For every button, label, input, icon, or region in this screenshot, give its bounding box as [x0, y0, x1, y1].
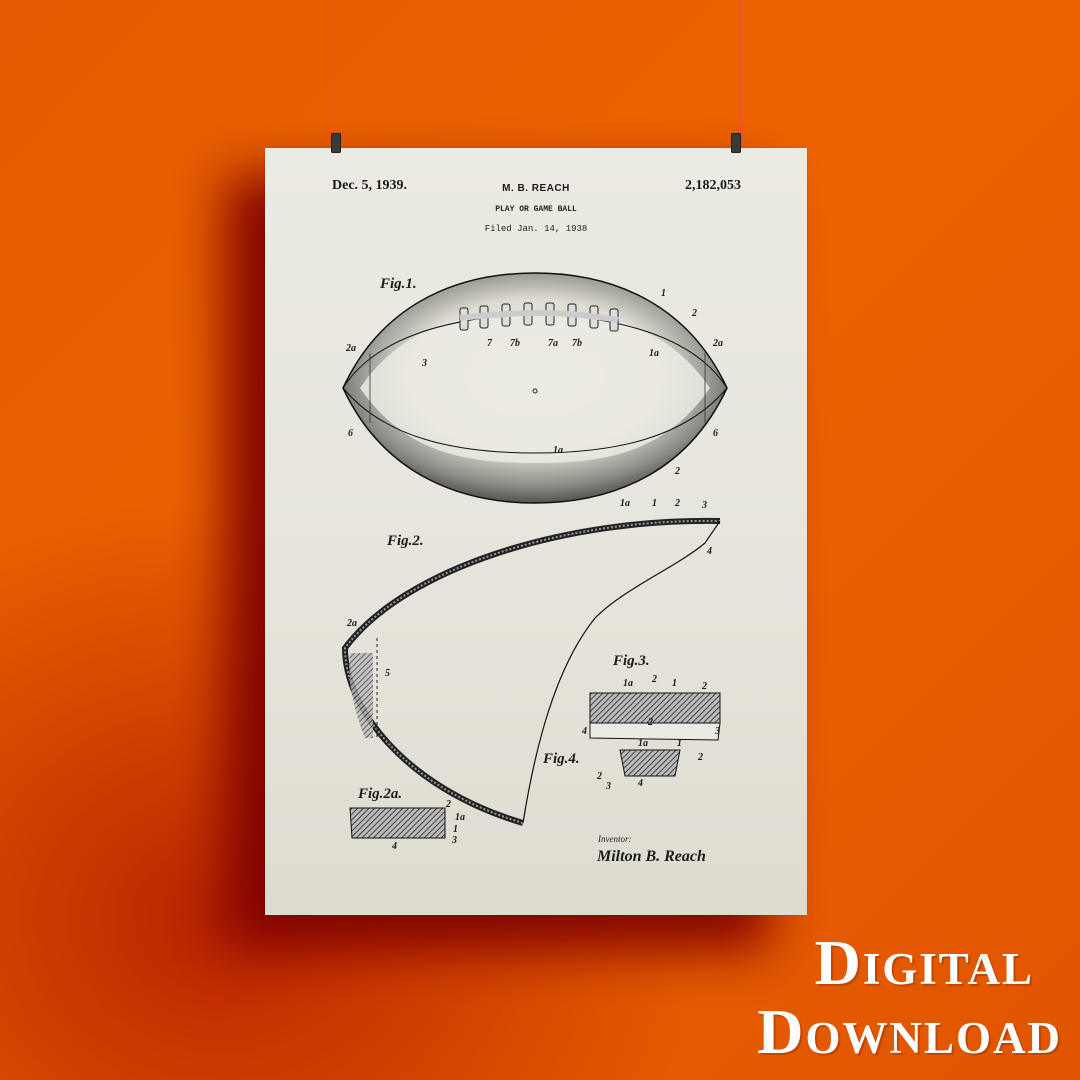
ref-label: 1: [453, 824, 458, 835]
ref-label: 1: [661, 288, 666, 299]
ref-label: 2: [597, 771, 602, 782]
ref-label: 4: [582, 726, 587, 737]
ref-label: 3: [422, 358, 427, 369]
ref-label: 1: [652, 498, 657, 509]
filed-date: Filed Jan. 14, 1938: [484, 224, 588, 234]
ref-label: 4: [638, 778, 643, 789]
ref-label: 4: [392, 841, 397, 852]
ref-label: 3: [702, 500, 707, 511]
ref-label: 2: [675, 466, 680, 477]
ref-label: 1a: [455, 812, 465, 823]
ref-label: 2: [446, 799, 451, 810]
fig2-cross-section: [341, 517, 721, 826]
ref-label: 2: [675, 498, 680, 509]
ref-label: 1a: [623, 678, 633, 689]
ref-label: 6: [713, 428, 718, 439]
hanging-string-right: [740, 0, 741, 138]
patent-poster: Dec. 5, 1939. M. B. REACH 2,182,053 PLAY…: [265, 148, 807, 915]
ref-label: 1a: [649, 348, 659, 359]
ref-label: 2a: [713, 338, 723, 349]
ref-label: 1a: [553, 445, 563, 456]
ref-label: 2: [692, 308, 697, 319]
ref-label: 7b: [572, 338, 582, 349]
ref-label: 3: [606, 781, 611, 792]
ref-label: 7a: [548, 338, 558, 349]
ref-label: 5: [385, 668, 390, 679]
inventor-signature: Milton B. Reach: [597, 848, 706, 865]
fig2-label: Fig.2.: [387, 533, 424, 549]
fig1-football: [342, 272, 728, 504]
ref-label: 2: [648, 717, 653, 728]
binder-clip-right: [731, 133, 741, 153]
ref-label: 2a: [347, 618, 357, 629]
patent-drawing: [341, 272, 728, 839]
fig2a-layer-detail: [349, 807, 446, 839]
fig4-label: Fig.4.: [543, 751, 580, 767]
ref-label: 2: [702, 681, 707, 692]
ref-label: 1a: [620, 498, 630, 509]
fig1-label: Fig.1.: [380, 276, 417, 292]
inventor-label: Inventor:: [598, 834, 632, 844]
ref-label: 4: [707, 546, 712, 557]
fig2a-label: Fig.2a.: [358, 786, 403, 802]
ref-label: 2: [698, 752, 703, 763]
ref-label: 1a: [638, 738, 648, 749]
ref-label: 3: [715, 726, 720, 737]
patent-title: PLAY OR GAME BALL: [495, 205, 577, 214]
binder-clip-left: [331, 133, 341, 153]
ref-label: 7: [487, 338, 492, 349]
inventor-name-header: M. B. REACH: [502, 183, 570, 194]
patent-date: Dec. 5, 1939.: [332, 178, 408, 193]
ref-label: 2a: [346, 343, 356, 354]
fig3-label: Fig.3.: [613, 653, 650, 669]
overlay-download: Download: [757, 996, 1062, 1067]
ref-label: 1: [672, 678, 677, 689]
fig3-layer-detail: [589, 692, 721, 741]
ref-label: 1: [677, 738, 682, 749]
ref-label: 7b: [510, 338, 520, 349]
ref-label: 3: [452, 835, 457, 846]
patent-number: 2,182,053: [685, 178, 741, 193]
hanging-string-left: [335, 0, 336, 138]
ref-label: 6: [348, 428, 353, 439]
overlay-digital: Digital: [814, 927, 1034, 998]
fig4-layer-detail: [619, 749, 681, 777]
ref-label: 2: [652, 674, 657, 685]
